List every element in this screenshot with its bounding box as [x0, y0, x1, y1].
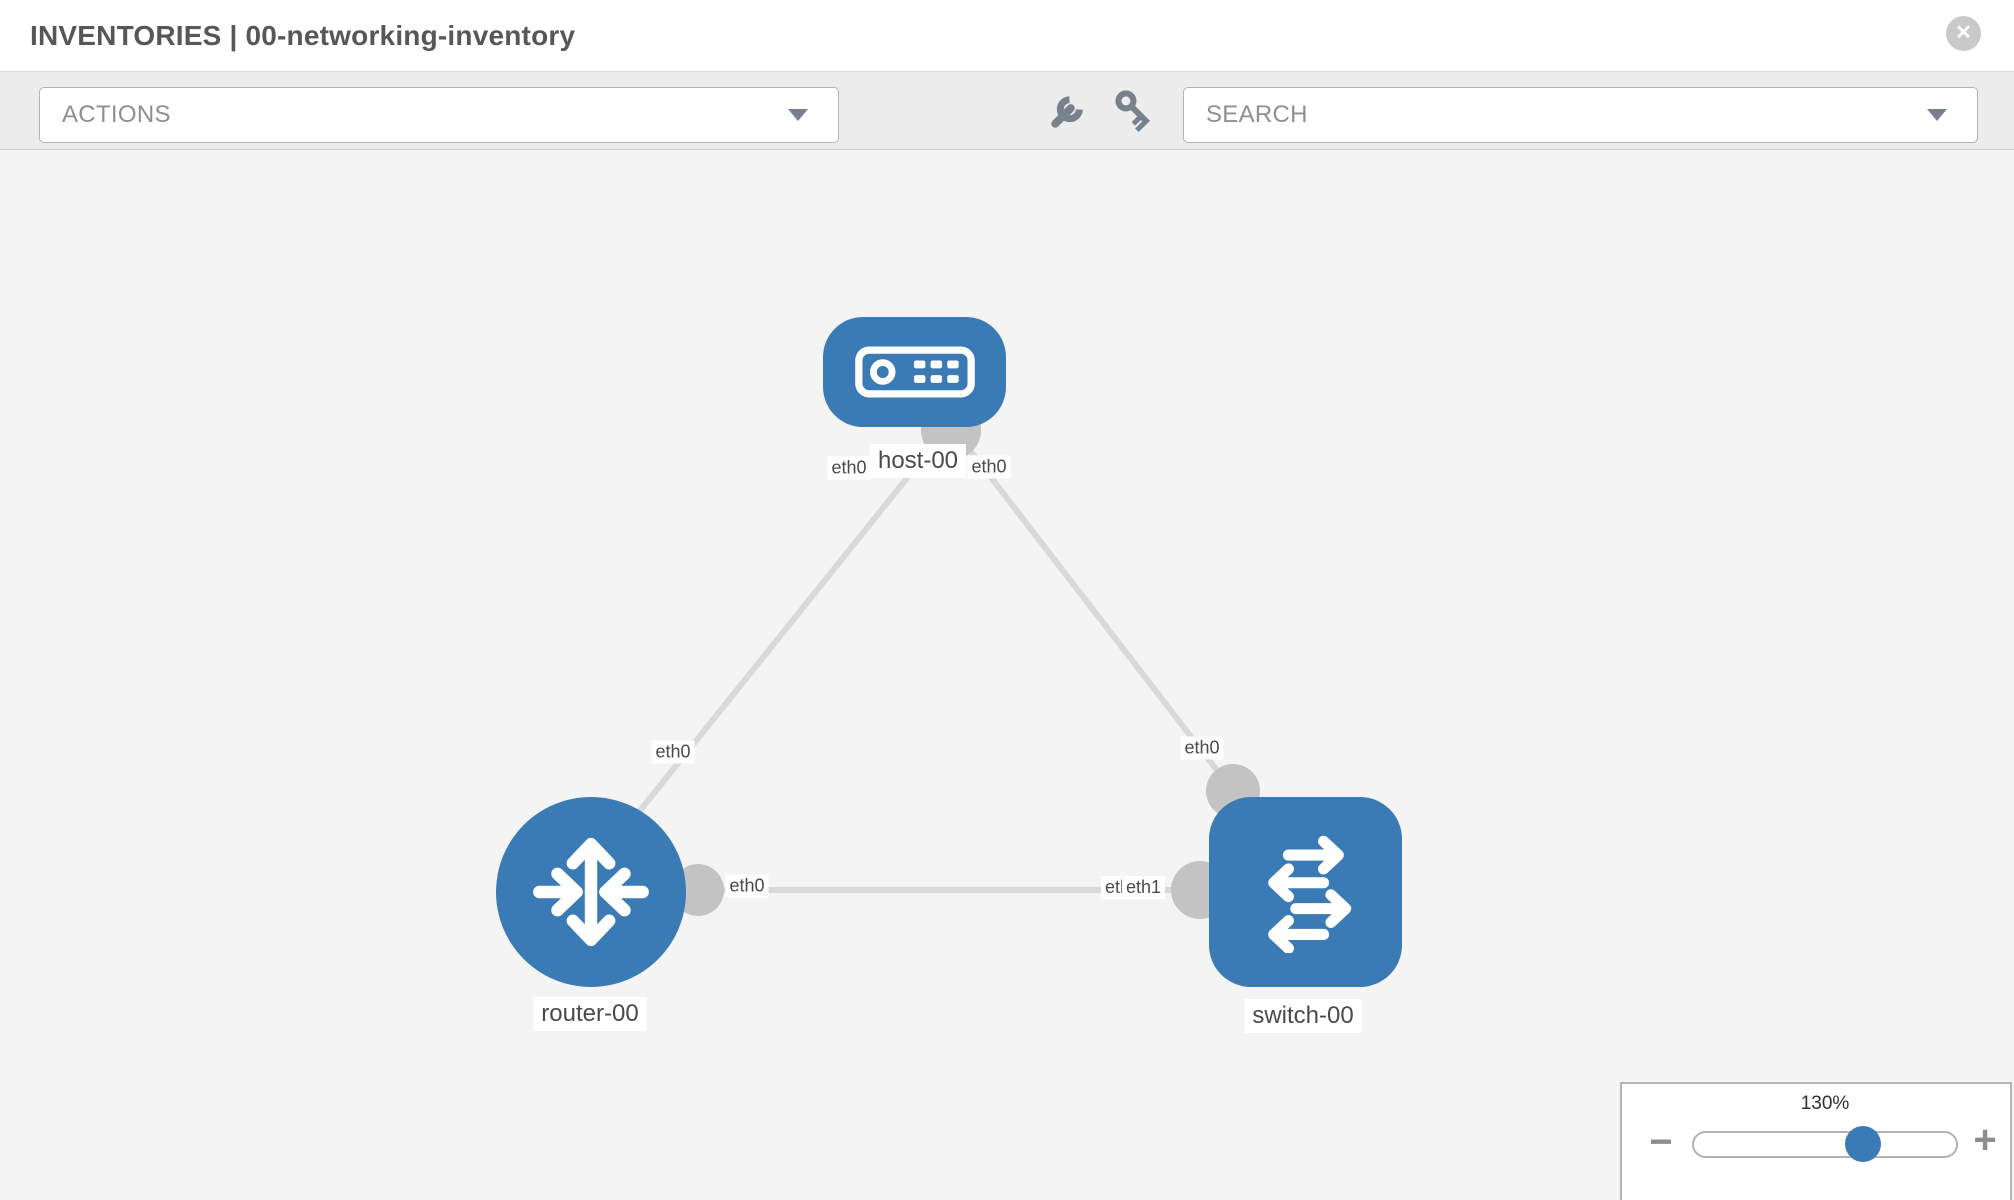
interface-label-router-side-host-link: eth0 [651, 740, 695, 764]
wrench-icon[interactable] [1045, 90, 1089, 134]
zoom-out-button[interactable]: − [1641, 1120, 1681, 1164]
actions-dropdown-label: ACTIONS [62, 101, 171, 128]
toolbar: ACTIONS SEARCH [0, 71, 2014, 150]
interface-label-switch-side-host-link: eth0 [1180, 736, 1224, 760]
node-label-switch[interactable]: switch-00 [1244, 999, 1362, 1033]
page-header: INVENTORIES | 00-networking-inventory ✕ [0, 0, 2014, 71]
node-host-00[interactable] [823, 317, 1006, 427]
search-dropdown[interactable]: SEARCH [1183, 87, 1978, 143]
close-button[interactable]: ✕ [1946, 16, 1981, 51]
router-arrows-icon [533, 837, 649, 947]
interface-label-host-to-switch: eth0 [967, 455, 1011, 479]
interface-label-switch-eth1-over: eth1 [1122, 876, 1166, 899]
key-icon[interactable] [1113, 90, 1157, 134]
page-title: INVENTORIES | 00-networking-inventory [30, 20, 576, 51]
interface-label-router-to-switch: eth0 [725, 874, 769, 898]
actions-dropdown[interactable]: ACTIONS [39, 87, 839, 143]
node-label-router[interactable]: router-00 [533, 997, 647, 1031]
node-label-host[interactable]: host-00 [869, 444, 967, 478]
server-icon [854, 346, 975, 398]
topology-canvas[interactable] [0, 150, 2014, 1200]
close-icon: ✕ [1955, 22, 1972, 44]
zoom-slider[interactable] [1692, 1131, 1958, 1158]
switch-arrows-icon [1267, 835, 1351, 953]
interface-label-host-to-router: eth0 [827, 456, 871, 480]
node-switch-00[interactable] [1209, 797, 1402, 987]
zoom-slider-thumb[interactable] [1845, 1126, 1881, 1162]
zoom-level: 130% [1800, 1093, 1850, 1114]
node-router-00[interactable] [496, 797, 686, 987]
search-input-placeholder: SEARCH [1206, 101, 1308, 128]
zoom-in-button[interactable]: + [1965, 1118, 2005, 1162]
minus-icon: − [1649, 1120, 1673, 1164]
chevron-down-icon [788, 109, 808, 121]
chevron-down-icon [1927, 109, 1947, 121]
plus-icon: + [1973, 1118, 1997, 1162]
